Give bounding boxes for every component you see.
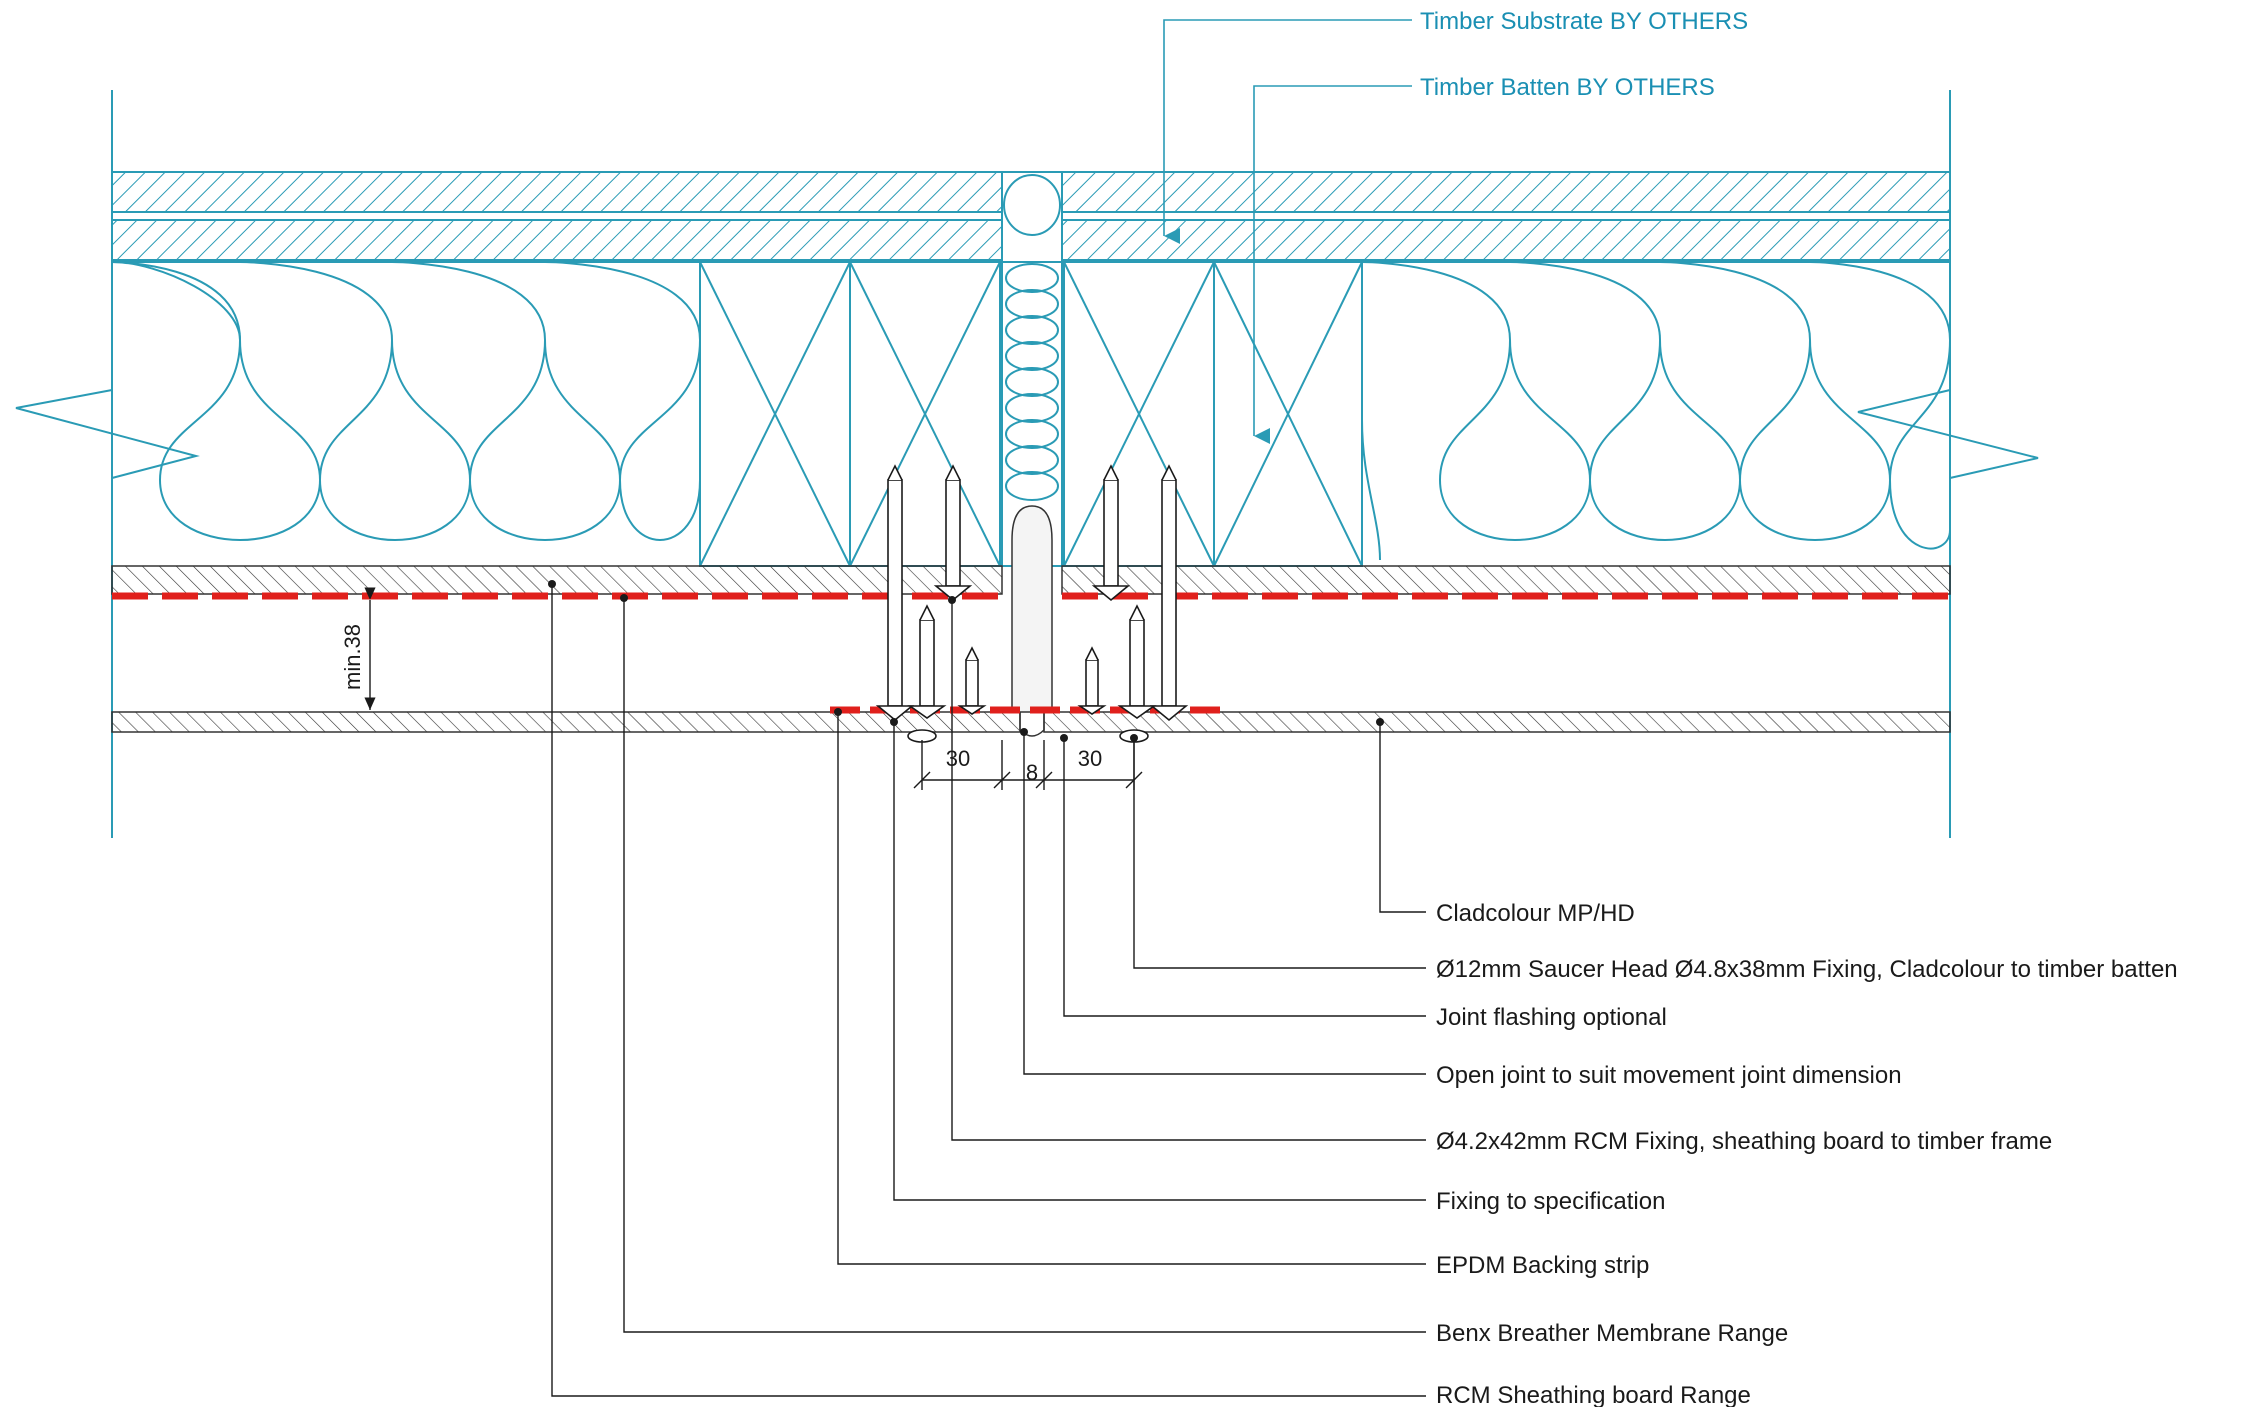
joint-flashing xyxy=(1011,505,1053,713)
insulation-batts xyxy=(111,261,1952,561)
sheathing-board xyxy=(111,565,1951,595)
callout-timber-batten: Timber Batten BY OTHERS xyxy=(1420,74,1715,101)
callout-benx-membrane: Benx Breather Membrane Range xyxy=(1436,1320,1788,1347)
dim-right-gap: 30 xyxy=(1078,746,1102,771)
callout-epdm-strip: EPDM Backing strip xyxy=(1436,1252,1649,1279)
dim-joint: 8 xyxy=(1026,760,1038,785)
screw-icon xyxy=(1149,464,1189,722)
screw-icon xyxy=(933,464,973,602)
top-callout-leaders xyxy=(1163,19,1412,444)
screw-icon xyxy=(1077,646,1107,715)
fixings xyxy=(875,464,1189,743)
dim-left-gap: 30 xyxy=(946,746,970,771)
callout-rcm-sheathing: RCM Sheathing board Range xyxy=(1436,1382,1751,1407)
callout-timber-substrate: Timber Substrate BY OTHERS xyxy=(1420,8,1748,35)
screw-icon xyxy=(907,604,947,719)
cladcolour-panel xyxy=(111,711,1951,737)
screw-icon xyxy=(875,464,915,722)
screw-icon xyxy=(1091,464,1131,602)
timber-substrate xyxy=(111,171,1951,261)
callout-fixing-spec: Fixing to specification xyxy=(1436,1188,1665,1215)
callout-joint-flashing: Joint flashing optional xyxy=(1436,1004,1667,1031)
bottom-callout-leaders xyxy=(551,584,1426,1397)
callout-saucer-head-fixing: Ø12mm Saucer Head Ø4.8x38mm Fixing, Clad… xyxy=(1436,956,2178,983)
leader-dots xyxy=(548,580,1384,742)
callout-rcm-fixing: Ø4.2x42mm RCM Fixing, sheathing board to… xyxy=(1436,1128,2052,1155)
screw-icon xyxy=(957,646,987,715)
callout-cladcolour: Cladcolour MP/HD xyxy=(1436,900,1635,927)
callout-open-joint: Open joint to suit movement joint dimens… xyxy=(1436,1062,1902,1089)
dim-cavity: min.38 xyxy=(340,624,365,690)
screw-icon xyxy=(1117,604,1157,719)
